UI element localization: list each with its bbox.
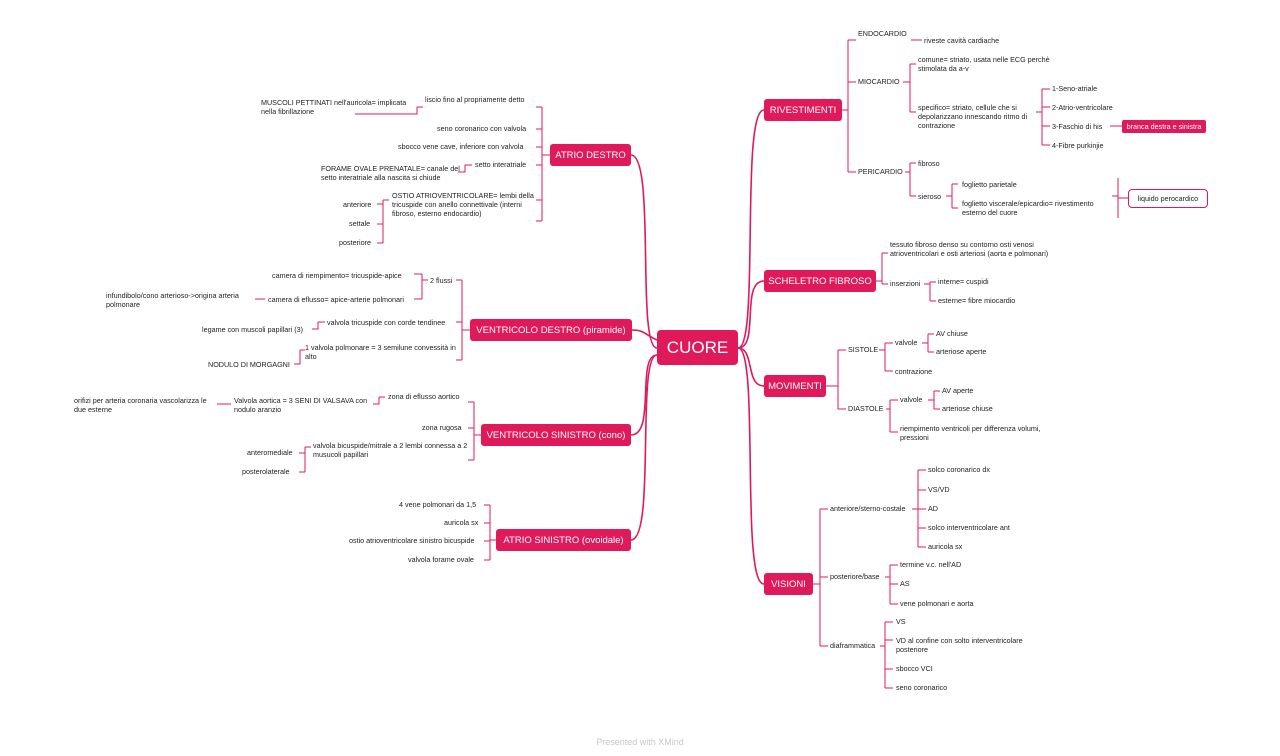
xmind-watermark: Presented with XMind [596,737,684,747]
node-posteriore[interactable]: posteriore/base [830,572,880,581]
node-sieroso[interactable]: sieroso [918,192,942,201]
node-vd-valvola-polmonare[interactable]: 1 valvola polmonare = 3 semilune convess… [305,343,456,361]
node-contrazione[interactable]: contrazione [895,367,933,376]
node-post-2[interactable]: AS [900,579,910,588]
node-vs-valvola-aortica[interactable]: Valvola aortica = 3 SENI DI VALSAVA con … [234,396,368,414]
branch-ventricolo-destro[interactable]: VENTRICOLO DESTRO (piramide) [470,319,632,341]
branch-visioni[interactable]: VISIONI [764,573,813,595]
node-sistole[interactable]: SISTOLE [848,345,879,354]
branch-atrio-destro[interactable]: ATRIO DESTRO [550,144,631,166]
node-ant-5[interactable]: auricola sx [928,542,963,551]
node-ant-2[interactable]: VS/VD [928,485,950,494]
node-diaf-4[interactable]: seno coronarico [896,683,948,692]
node-vd-infundibolo[interactable]: infundibolo/cono arterioso->origina arte… [106,291,239,309]
node-as-vene[interactable]: 4 vene polmonari da 1,5 [399,500,477,509]
node-vd-efflusso[interactable]: camera di eflusso= apice-arterie polmona… [268,295,405,304]
node-post-1[interactable]: termine v.c. nell'AD [900,560,962,569]
node-miocardio-comune[interactable]: comune= striato, usata nelle ECG perchè … [918,55,1050,73]
node-branca[interactable]: branca destra e sinistra [1122,120,1206,133]
node-interne[interactable]: interne= cuspidi [938,277,989,286]
node-purkinje[interactable]: 4-Fibre purkinjie [1052,141,1104,150]
node-foglietto-viscerale[interactable]: foglietto viscerale/epicardio= rivestime… [962,199,1094,217]
node-ad-ostio[interactable]: OSTIO ATRIOVENTRICOLARE= lembi della tri… [392,191,534,218]
node-liquido-pericardico[interactable]: liquido perocardico [1128,189,1208,208]
node-vd-nodulo[interactable]: NODULO DI MORGAGNI [208,360,290,369]
node-ad-seno[interactable]: seno coronarico con valvola [437,124,527,133]
node-arteriose-aperte[interactable]: arteriose aperte [936,347,987,356]
node-ad-forame[interactable]: FORAME OVALE PRENATALE= canale del setto… [321,164,460,182]
node-as-ostio[interactable]: ostio atrioventricolare sinistro bicuspi… [349,536,475,545]
node-seno-atriale[interactable]: 1-Seno-atriale [1052,84,1098,93]
node-ad-settale[interactable]: settale [349,219,371,228]
node-av-chiuse[interactable]: AV chiuse [936,329,968,338]
node-diaf-1[interactable]: VS [896,617,906,626]
branch-rivestimenti[interactable]: RIVESTIMENTI [764,99,842,121]
node-post-3[interactable]: vene polmonari e aorta [900,599,974,608]
node-vd-legame[interactable]: legame con muscoli papillari (3) [202,325,304,334]
node-vs-posterolaterale[interactable]: posterolaterale [242,467,290,476]
node-tessuto-fibroso[interactable]: tessuto fibroso denso su contorno osti v… [890,240,1049,258]
node-vs-orifizi[interactable]: orifizi per arteria coronaria vascolariz… [74,396,207,414]
node-fibroso[interactable]: fibroso [918,159,940,168]
node-ant-4[interactable]: solco interventricolare ant [928,523,1010,532]
branch-movimenti[interactable]: MOVIMENTI [764,375,826,397]
node-diaframmatica[interactable]: diaframmatica [830,641,876,650]
node-as-forame[interactable]: valvola forame ovale [408,555,474,564]
node-endocardio-desc[interactable]: riveste cavità cardiache [924,36,1000,45]
node-miocardio[interactable]: MIOCARDIO [858,77,900,86]
node-anteriore[interactable]: anteriore/sterno-costale [830,504,906,513]
node-diaf-3[interactable]: sbocco VCI [896,664,933,673]
node-vd-riempimento[interactable]: camera di riempimento= tricuspide-apice [272,271,402,280]
node-fascio-his[interactable]: 3-Faschio di his [1052,122,1103,131]
node-ad-sbocco[interactable]: sbocco vene cave, inferiore con valvola [398,142,524,151]
node-vd-valvola-tricuspide[interactable]: valvola tricuspide con corde tendinee [327,318,446,327]
node-vs-zona-rugosa[interactable]: zona rugosa [422,423,462,432]
node-diastole[interactable]: DIASTOLE [848,404,884,413]
node-foglietto-parietale[interactable]: foglietto parietale [962,180,1017,189]
node-esterne[interactable]: esterne= fibre miocardio [938,296,1016,305]
node-inserzioni[interactable]: inserzioni [890,279,921,288]
node-as-auricola[interactable]: auricola sx [444,518,479,527]
node-vd-flussi[interactable]: 2 flussi [430,276,453,285]
node-atrio-ventricolare[interactable]: 2-Atrio-ventricolare [1052,103,1113,112]
node-ad-muscoli[interactable]: MUSCOLI PETTINATI nell'auricola= implica… [261,98,407,116]
root-node[interactable]: CUORE [657,330,738,365]
node-ant-1[interactable]: solco coronarico dx [928,465,990,474]
node-vs-zona-efflusso[interactable]: zona di eflusso aortico [388,392,460,401]
branch-ventricolo-sinistro[interactable]: VENTRICOLO SINISTRO (cono) [481,424,631,446]
node-endocardio[interactable]: ENDOCARDIO [858,29,907,38]
node-miocardio-specifico[interactable]: specifico= striato, cellule che si depol… [918,103,1028,130]
node-diaf-2[interactable]: VD al confine con solto interventricolar… [896,636,1023,654]
node-vs-anteromediale[interactable]: anteromediale [247,448,293,457]
node-diastole-valvole[interactable]: valvole [900,395,923,404]
branch-scheletro-fibroso[interactable]: SCHELETRO FIBROSO [764,270,876,292]
node-riempimento[interactable]: riempimento ventricoli per differenza vo… [900,424,1041,442]
node-ant-3[interactable]: AD [928,504,938,513]
node-av-aperte[interactable]: AV aperte [942,386,974,395]
node-sistole-valvole[interactable]: valvole [895,338,918,347]
branch-atrio-sinistro[interactable]: ATRIO SINISTRO (ovoidale) [496,529,631,551]
node-arteriose-chiuse[interactable]: arteriose chiuse [942,404,993,413]
node-ad-liscio[interactable]: liscio fino al propriamente detto [425,95,525,104]
node-ad-setto[interactable]: setto interatriale [475,160,527,169]
node-vs-bicuspide[interactable]: valvola bicuspide/mitrale a 2 lembi conn… [313,441,468,459]
node-pericardio[interactable]: PERICARDIO [858,167,903,176]
node-ad-anteriore[interactable]: anteriore [343,200,372,209]
node-ad-posteriore[interactable]: posteriore [339,238,371,247]
